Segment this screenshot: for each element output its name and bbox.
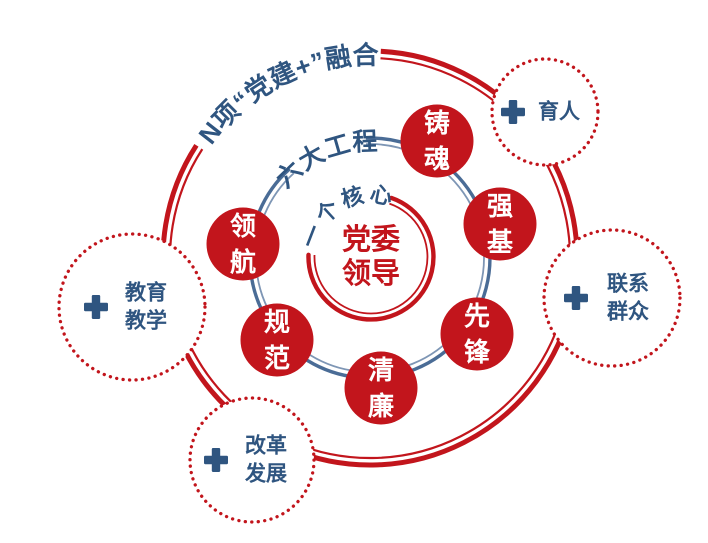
plus-icon	[564, 286, 588, 310]
dotted-circle-outline	[490, 57, 600, 167]
outer-ring-label: N项“党建+”融合	[193, 40, 380, 150]
dotted-circle-outline	[57, 232, 207, 382]
project-char: 强	[487, 191, 513, 221]
fusion-circle-yuren: 育人	[490, 57, 600, 167]
plus-icon	[204, 448, 228, 472]
project-char: 领	[230, 211, 256, 241]
project-char: 范	[264, 343, 290, 373]
fusion-label-line: 教育	[125, 281, 167, 305]
center-title-line: 党委	[342, 223, 400, 256]
project-char: 锋	[464, 337, 491, 367]
project-circle-shape	[463, 187, 537, 261]
svg-text:N项“党建+”融合: N项“党建+”融合	[193, 40, 380, 150]
project-circle-shape	[206, 207, 280, 281]
fusion-label-line: 联系	[607, 273, 649, 296]
project-char: 铸	[424, 108, 450, 138]
project-char: 魂	[424, 144, 450, 174]
fusion-circle-lianxi-qunzhong: 联系 群众	[542, 228, 682, 368]
project-circle-shape	[440, 297, 514, 371]
project-char: 廉	[368, 391, 394, 421]
project-char: 清	[368, 355, 394, 385]
project-char: 基	[487, 227, 514, 257]
center-title-line: 领导	[342, 256, 400, 290]
fusion-label-line: 改革	[245, 434, 287, 458]
fusion-label-line: 教学	[125, 309, 167, 333]
project-circle-zhuhun: 铸 魂	[400, 104, 474, 178]
project-char: 先	[464, 301, 490, 331]
core-ring-thin-arc	[313, 202, 429, 315]
dotted-circle-outline	[542, 228, 682, 368]
dotted-circle-outline	[188, 396, 316, 524]
project-circle-guifan: 规 范	[240, 303, 314, 377]
fusion-circle-gaige-fazhan: 改革 发展	[188, 396, 316, 524]
project-circle-shape	[344, 351, 418, 425]
project-circle-shape	[400, 104, 474, 178]
core-ring-thick-arc	[306, 195, 436, 322]
center-title: 党委 领导	[342, 223, 400, 290]
project-circle-xianfeng: 先 锋	[440, 297, 514, 371]
project-char: 规	[264, 307, 290, 337]
project-char: 航	[230, 247, 256, 277]
plus-icon	[84, 295, 108, 319]
plus-icon	[501, 100, 525, 124]
project-circle-linghang: 领 航	[206, 207, 280, 281]
project-circle-qinglian: 清 廉	[344, 351, 418, 425]
fusion-label-line: 发展	[244, 462, 287, 486]
project-circle-qiangji: 强 基	[463, 187, 537, 261]
fusion-label-line: 育人	[538, 100, 580, 124]
fusion-circle-jiaoyu-jiaoxue: 教育 教学	[57, 232, 207, 382]
project-circle-shape	[240, 303, 314, 377]
fusion-label-line: 群众	[607, 300, 649, 324]
